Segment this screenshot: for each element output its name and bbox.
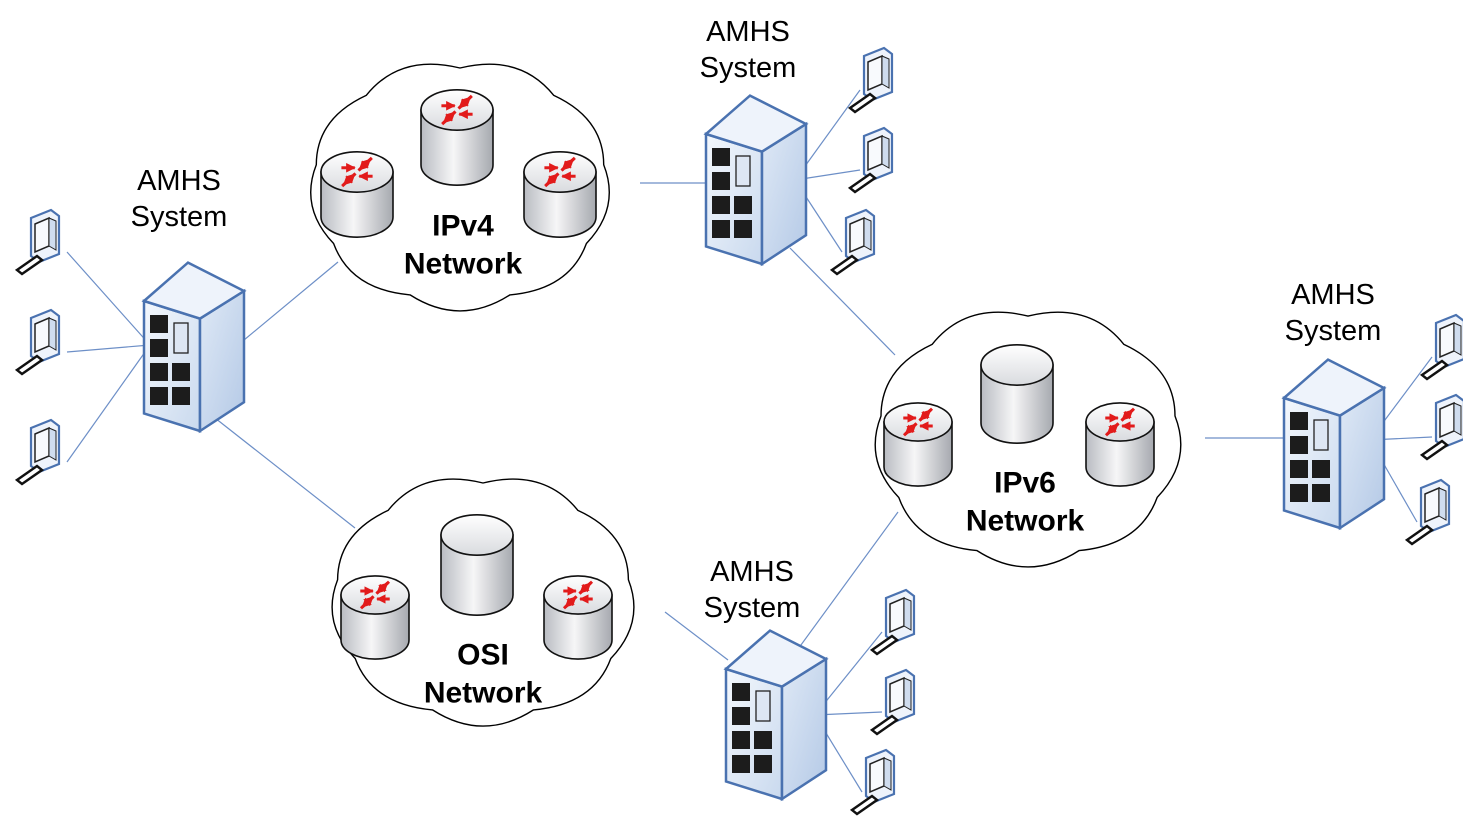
amhs-server-right — [1281, 358, 1387, 531]
workstation-icon — [14, 308, 61, 376]
workstation-icon — [1419, 313, 1463, 381]
workstation-link — [66, 344, 151, 353]
workstation-icon — [1419, 393, 1463, 461]
router-icon — [543, 575, 613, 660]
workstation-icon — [847, 126, 894, 194]
system-label-line2: System — [699, 52, 797, 84]
system-label-line2: System — [703, 592, 801, 624]
network-label-line1: IPv4 — [432, 209, 494, 243]
system-label-bottom: AMHS System — [704, 554, 801, 627]
link-top-ipv6 — [789, 247, 896, 356]
workstation-icon — [847, 46, 894, 114]
link-osi-bottom — [664, 611, 729, 661]
workstation-link — [66, 344, 151, 463]
system-label-line1: AMHS — [710, 555, 794, 588]
system-label-right: AMHS System — [1285, 277, 1382, 350]
network-label-ipv6: IPv6 Network — [966, 465, 1084, 540]
workstation-icon — [14, 208, 61, 276]
router-icon — [883, 402, 953, 487]
system-label-line2: System — [130, 201, 228, 233]
cloud-icon — [310, 63, 610, 312]
amhs-server-bottom — [723, 629, 829, 802]
network-label-ipv4: IPv4 Network — [404, 208, 522, 283]
link-bottom-ipv6 — [789, 511, 899, 661]
database-icon — [440, 514, 514, 616]
system-label-line2: System — [1284, 315, 1382, 347]
router-icon — [523, 151, 597, 238]
network-label-line2: Network — [965, 504, 1085, 537]
system-label-line1: AMHS — [1291, 278, 1375, 311]
system-label-left: AMHS System — [131, 163, 228, 236]
system-label-top: AMHS System — [700, 14, 797, 87]
workstation-icon — [14, 418, 61, 486]
system-label-line1: AMHS — [137, 164, 221, 197]
link-left-osi — [214, 417, 356, 529]
network-label-line1: OSI — [457, 638, 509, 672]
router-icon — [320, 151, 394, 238]
router-icon — [420, 89, 494, 186]
workstation-link — [66, 251, 151, 346]
system-label-line1: AMHS — [706, 15, 790, 48]
network-label-line2: Network — [403, 247, 523, 280]
network-label-osi: OSI Network — [424, 637, 542, 712]
network-label-line1: IPv6 — [994, 466, 1056, 500]
amhs-server-top — [703, 94, 809, 267]
router-icon — [1085, 402, 1155, 487]
link-left-ipv4 — [231, 261, 339, 351]
workstation-icon — [1404, 478, 1451, 546]
router-icon — [340, 575, 410, 660]
database-icon — [980, 344, 1054, 444]
workstation-icon — [869, 588, 916, 656]
workstation-icon — [829, 208, 876, 276]
network-devices — [14, 46, 1463, 816]
workstation-icon — [849, 748, 896, 816]
network-label-line2: Network — [423, 676, 543, 709]
workstation-icon — [869, 668, 916, 736]
amhs-server-left — [141, 261, 247, 434]
